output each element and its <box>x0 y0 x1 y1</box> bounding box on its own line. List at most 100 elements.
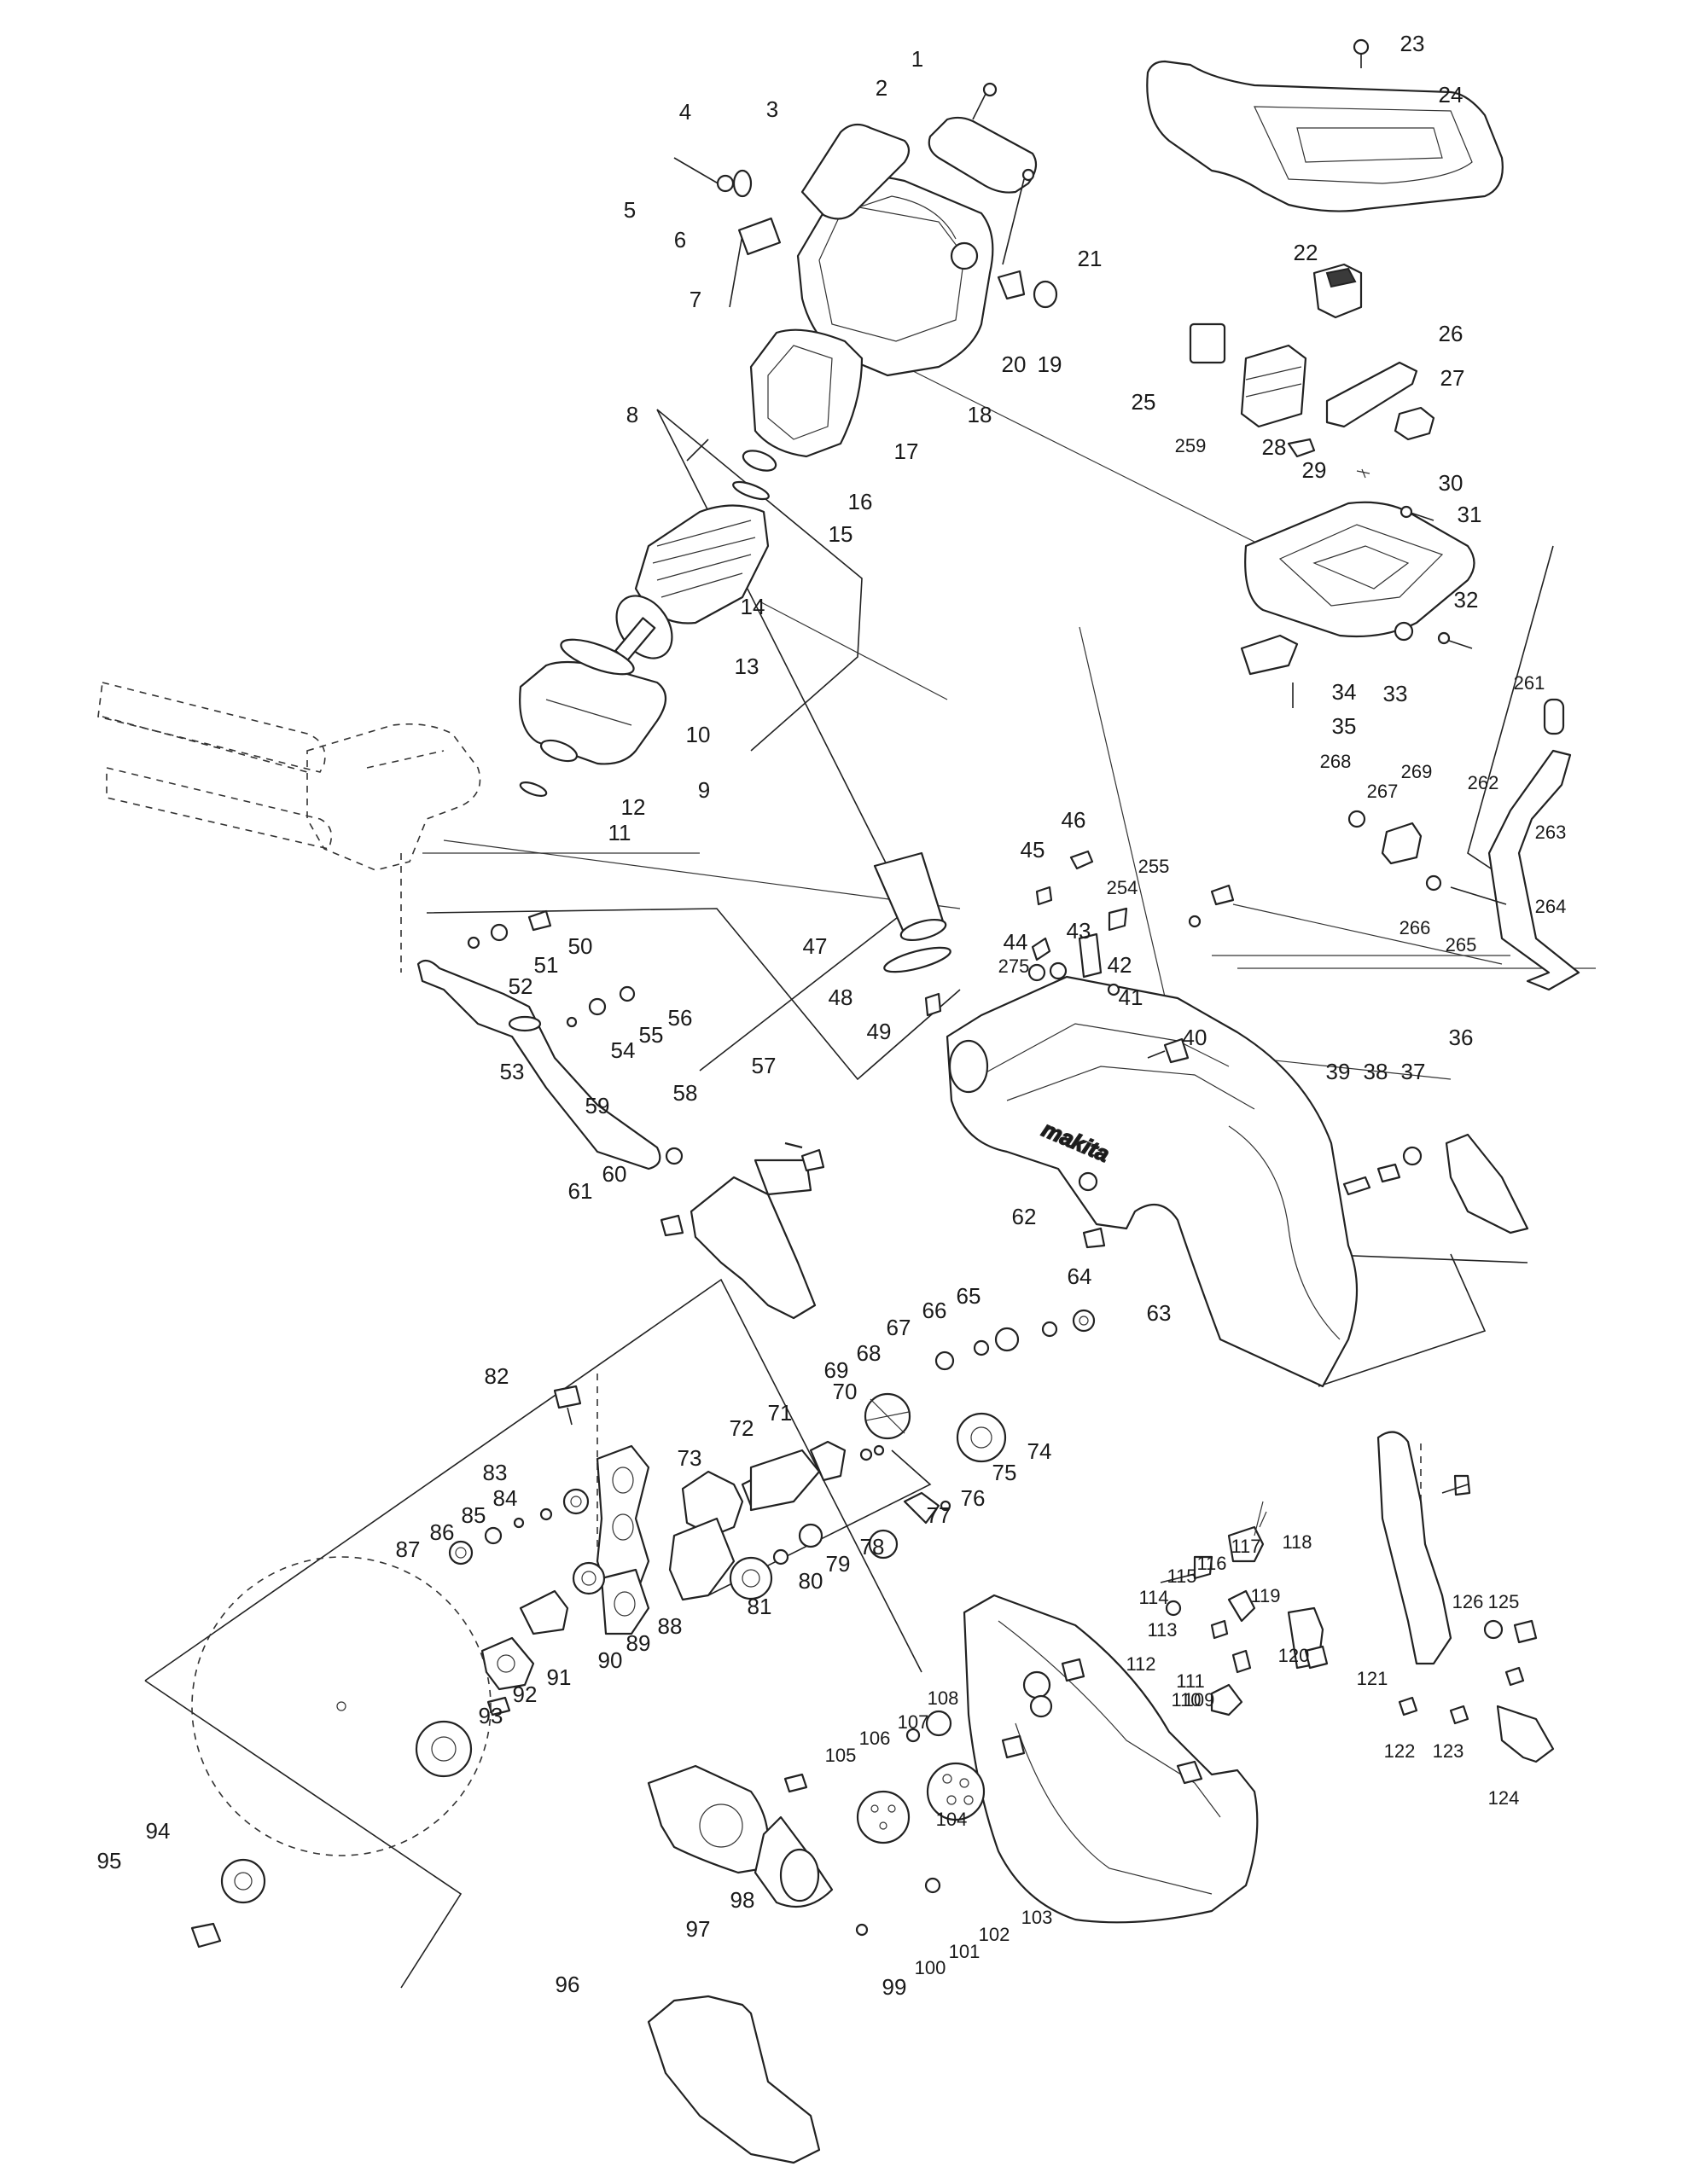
callout-51: 51 <box>534 952 559 978</box>
callout-100: 100 <box>915 1957 946 1978</box>
callout-110: 110 <box>1171 1689 1201 1711</box>
callout-12: 12 <box>621 794 646 820</box>
callout-76: 76 <box>961 1485 986 1511</box>
callout-263: 263 <box>1535 822 1567 843</box>
armature-13-14 <box>614 504 770 662</box>
switch-parts <box>1189 263 1435 479</box>
callout-90: 90 <box>598 1647 623 1673</box>
callout-60: 60 <box>602 1161 627 1187</box>
gear-train <box>729 1309 1096 1600</box>
callout-41: 41 <box>1119 985 1143 1010</box>
callout-32: 32 <box>1454 587 1479 613</box>
callout-45: 45 <box>1021 837 1045 863</box>
callout-91: 91 <box>547 1664 572 1690</box>
callout-79: 79 <box>826 1551 851 1577</box>
callout-71: 71 <box>768 1400 793 1426</box>
top-handle-24 <box>1146 60 1504 212</box>
callout-125: 125 <box>1488 1591 1520 1612</box>
callout-56: 56 <box>668 1005 693 1031</box>
callout-5: 5 <box>624 197 636 223</box>
callout-61: 61 <box>568 1178 593 1204</box>
callout-266: 266 <box>1399 917 1431 938</box>
callout-22: 22 <box>1294 240 1318 265</box>
callout-92: 92 <box>513 1682 538 1707</box>
gear-housing-63 <box>946 975 1359 1388</box>
callout-108: 108 <box>928 1687 959 1709</box>
callout-67: 67 <box>887 1315 911 1340</box>
callout-25: 25 <box>1132 389 1156 415</box>
callout-38: 38 <box>1364 1059 1388 1084</box>
callout-104: 104 <box>936 1809 968 1830</box>
callout-121: 121 <box>1357 1668 1388 1689</box>
callout-87: 87 <box>396 1536 421 1562</box>
callout-31: 31 <box>1458 502 1482 527</box>
cover-plates-2-3 <box>800 116 1038 220</box>
callout-109: 109 <box>1184 1689 1215 1711</box>
safety-lever-assy <box>1160 1431 1555 1763</box>
callout-84: 84 <box>493 1485 518 1511</box>
callout-64: 64 <box>1068 1263 1092 1289</box>
callout-47: 47 <box>803 933 828 959</box>
callout-117: 117 <box>1231 1536 1260 1557</box>
callout-9: 9 <box>698 777 710 803</box>
callout-46: 46 <box>1062 807 1086 833</box>
callout-10: 10 <box>686 722 711 747</box>
callout-111: 111 <box>1176 1670 1204 1692</box>
callout-17: 17 <box>894 439 919 464</box>
callout-265: 265 <box>1446 934 1477 956</box>
callout-93: 93 <box>479 1703 503 1728</box>
callout-21: 21 <box>1078 246 1103 271</box>
callout-69: 69 <box>824 1357 849 1383</box>
callout-13: 13 <box>735 653 759 679</box>
callout-20: 20 <box>1002 351 1027 377</box>
callout-53: 53 <box>500 1059 525 1084</box>
callout-24: 24 <box>1439 82 1464 107</box>
callout-16: 16 <box>848 489 873 514</box>
callout-106: 106 <box>859 1728 891 1749</box>
callout-77: 77 <box>927 1502 951 1528</box>
callout-40: 40 <box>1183 1025 1207 1050</box>
callout-42: 42 <box>1108 952 1132 978</box>
callout-74: 74 <box>1027 1438 1052 1464</box>
callout-48: 48 <box>829 985 853 1010</box>
callout-30: 30 <box>1439 470 1464 496</box>
callout-15: 15 <box>829 521 853 547</box>
callout-261: 261 <box>1514 672 1545 694</box>
callout-95: 95 <box>97 1848 122 1873</box>
callout-268: 268 <box>1320 751 1352 772</box>
callout-105: 105 <box>825 1745 857 1766</box>
callout-29: 29 <box>1302 457 1327 483</box>
callout-119: 119 <box>1250 1585 1280 1606</box>
callout-50: 50 <box>568 933 593 959</box>
callout-103: 103 <box>1021 1907 1053 1928</box>
callout-99: 99 <box>882 1974 907 2000</box>
upper-blade-guard-108 <box>963 1594 1259 1924</box>
spindle-plates <box>596 1444 821 1635</box>
callout-4: 4 <box>679 99 691 125</box>
callout-113: 113 <box>1147 1619 1177 1641</box>
callout-63: 63 <box>1147 1300 1172 1326</box>
callout-6: 6 <box>674 227 686 253</box>
guard-plate-60 <box>690 1159 817 1320</box>
callout-23: 23 <box>1400 31 1425 56</box>
bearing-box-9-10 <box>519 638 667 765</box>
callout-70: 70 <box>833 1379 858 1404</box>
callout-1: 1 <box>911 46 923 72</box>
callout-58: 58 <box>673 1080 698 1106</box>
callout-123: 123 <box>1433 1740 1464 1762</box>
callout-73: 73 <box>678 1445 702 1471</box>
callout-115: 115 <box>1167 1565 1196 1587</box>
callout-14: 14 <box>741 594 765 619</box>
callout-96: 96 <box>556 1972 580 1997</box>
callout-89: 89 <box>626 1630 651 1656</box>
callout-3: 3 <box>766 96 778 122</box>
upper-fasteners <box>519 38 1473 797</box>
field-17 <box>749 328 864 458</box>
callout-262: 262 <box>1468 772 1499 793</box>
callout-34: 34 <box>1332 679 1357 705</box>
callout-112: 112 <box>1126 1653 1155 1675</box>
link-plate-53 <box>416 959 661 1170</box>
slide-rails-ghost <box>97 682 481 871</box>
callout-55: 55 <box>639 1022 664 1048</box>
